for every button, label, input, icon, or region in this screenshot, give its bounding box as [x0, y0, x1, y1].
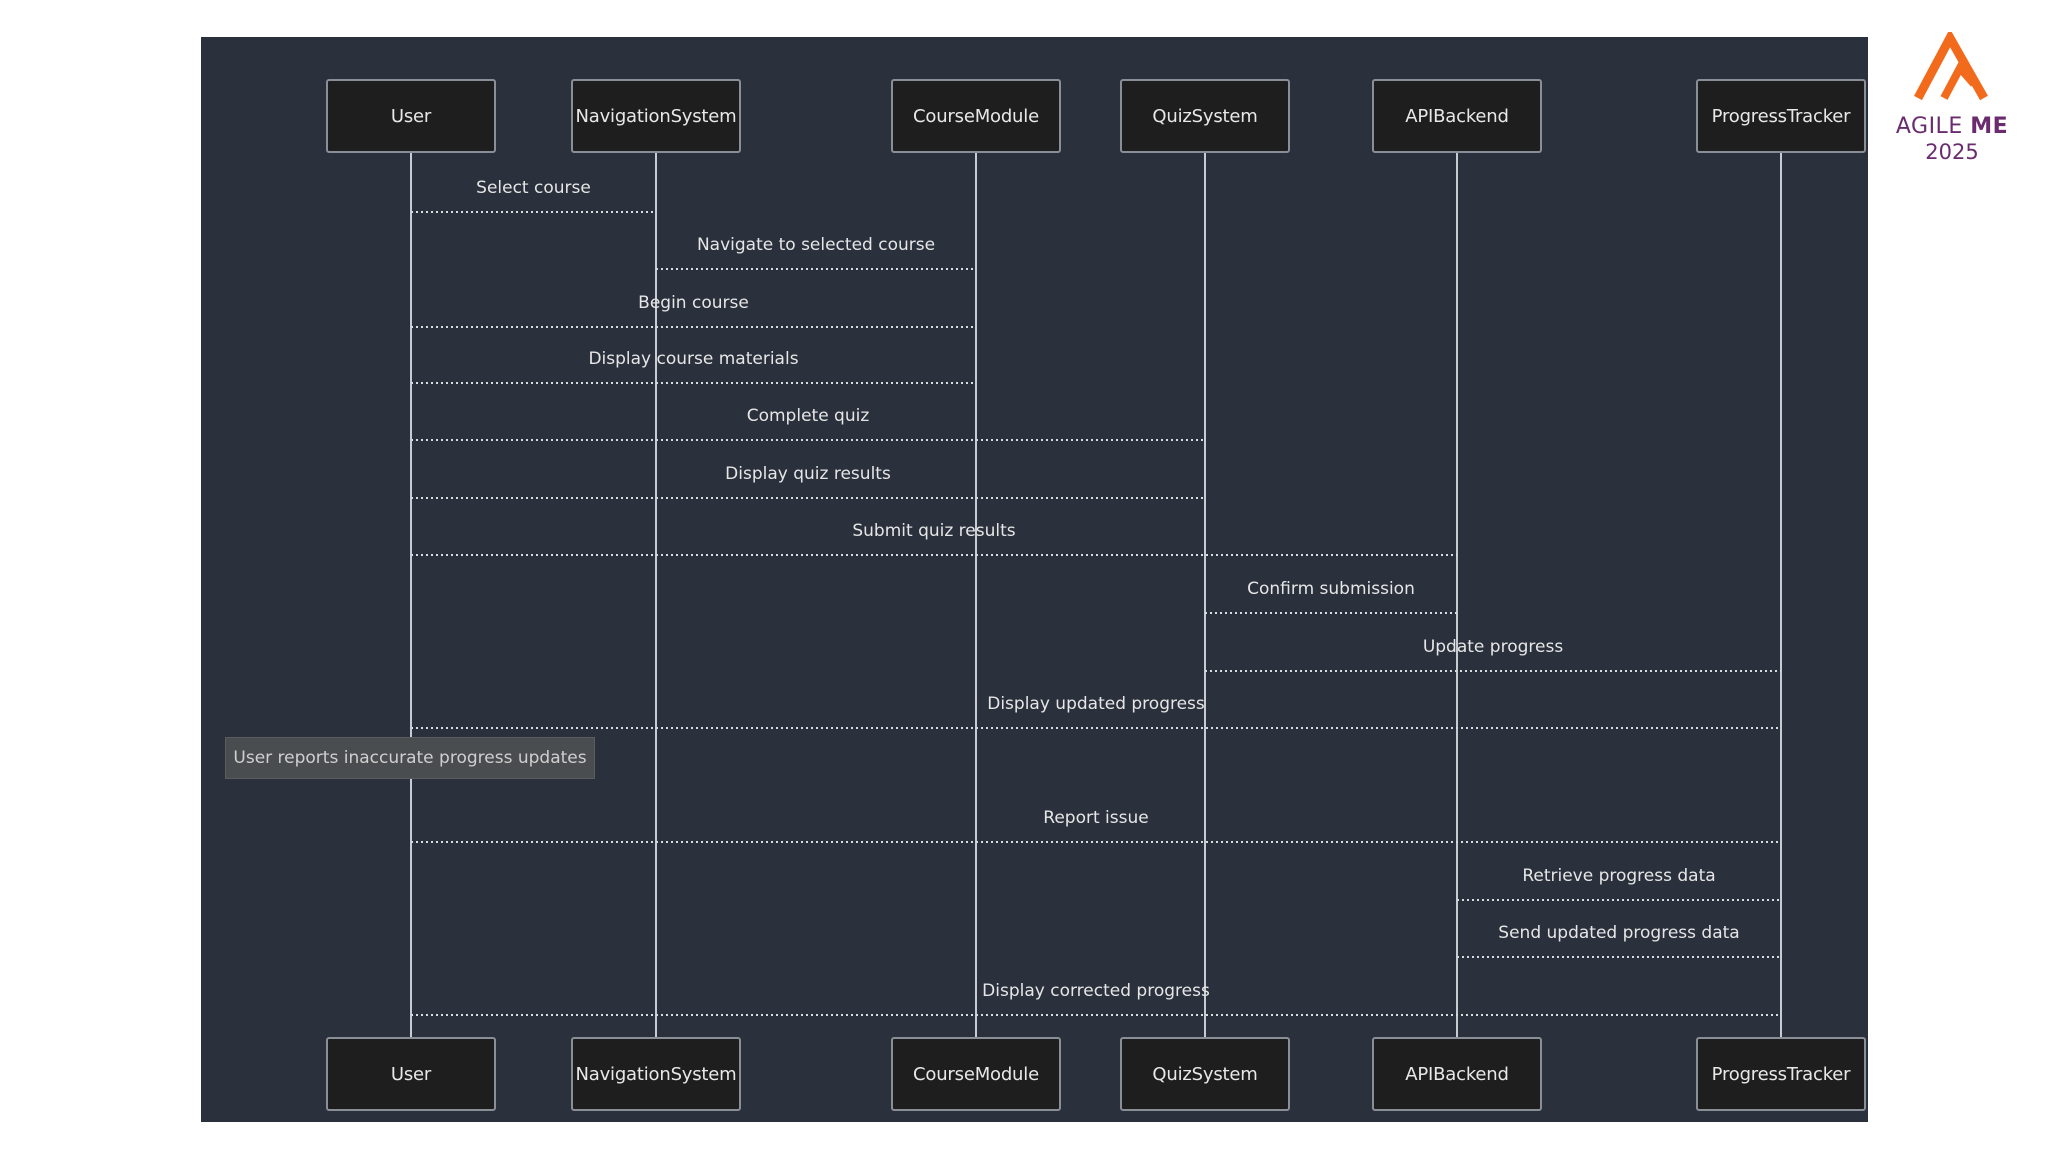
message-label: Update progress: [1422, 637, 1564, 657]
message-label: Confirm submission: [1247, 579, 1415, 599]
participant-apibackend-top: APIBackend: [1372, 79, 1542, 153]
message-label: Submit quiz results: [852, 521, 1016, 541]
participant-coursemodule-top: CourseModule: [891, 79, 1061, 153]
logo-mark-icon: [1914, 32, 1988, 101]
message-label: Display quiz results: [725, 464, 891, 484]
participant-quizsystem-top: QuizSystem: [1120, 79, 1290, 153]
participant-apibackend-bottom: APIBackend: [1372, 1037, 1542, 1111]
diagram-lines: [410, 153, 1782, 1037]
message-label: Select course: [476, 178, 591, 198]
message-label: Navigate to selected course: [696, 235, 936, 255]
participant-progresstracker-top: ProgressTracker: [1696, 79, 1866, 153]
participant-navigationsystem-top: NavigationSystem: [571, 79, 741, 153]
participant-user-bottom: User: [326, 1037, 496, 1111]
participant-progresstracker-bottom: ProgressTracker: [1696, 1037, 1866, 1111]
participant-coursemodule-bottom: CourseModule: [891, 1037, 1061, 1111]
message-label: Display course materials: [588, 349, 799, 369]
message-label: Display updated progress: [987, 694, 1205, 714]
logo-year: 2025: [1925, 140, 1979, 164]
participant-quizsystem-bottom: QuizSystem: [1120, 1037, 1290, 1111]
message-label: Begin course: [638, 293, 749, 313]
message-label: Report issue: [1043, 808, 1149, 828]
logo-word-agile: AGILE: [1895, 114, 1963, 139]
agile-me-logo: AGILE ME 2025: [1892, 32, 2012, 172]
note: User reports inaccurate progress updates: [225, 737, 595, 779]
logo-word-me: ME: [1970, 114, 2009, 139]
note-text: User reports inaccurate progress updates: [233, 748, 587, 768]
message-label: Retrieve progress data: [1522, 866, 1716, 886]
message-label: Complete quiz: [746, 406, 870, 426]
participant-user-top: User: [326, 79, 496, 153]
participant-navigationsystem-bottom: NavigationSystem: [571, 1037, 741, 1111]
message-label: Send updated progress data: [1498, 923, 1740, 943]
message-label: Display corrected progress: [982, 981, 1210, 1001]
logo-wordmark: AGILE ME: [1892, 114, 2012, 139]
